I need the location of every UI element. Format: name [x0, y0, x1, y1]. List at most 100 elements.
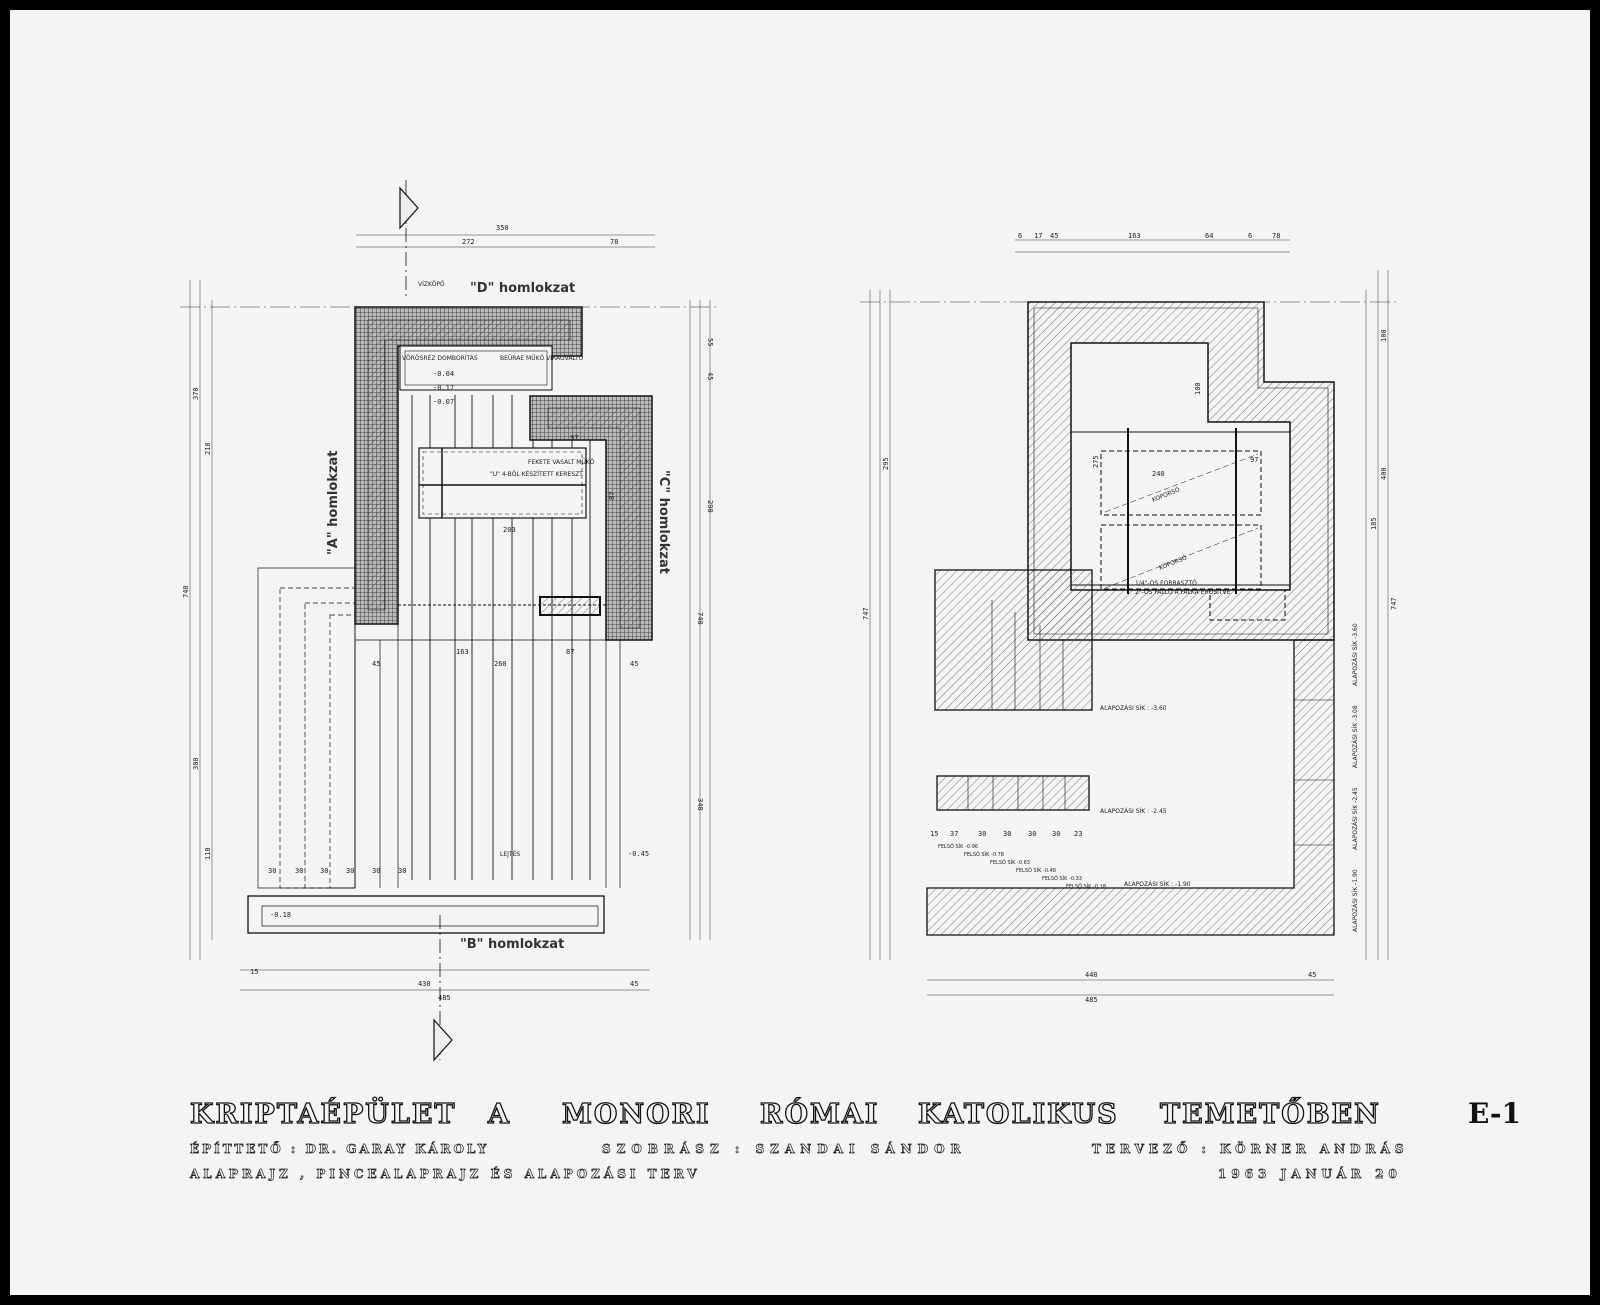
dimension: 340	[696, 798, 704, 811]
note-lejtes: LEJTÉS	[500, 850, 520, 858]
dimension: 15	[250, 968, 258, 976]
dimension: 6	[1248, 232, 1252, 240]
dimension: 6	[1018, 232, 1022, 240]
dimension: 163	[1128, 232, 1141, 240]
dimension: 45	[372, 660, 380, 668]
dimension: 485	[1085, 996, 1098, 1004]
foundation-level: ALAPOZÁSI SÍK : -1.90	[1124, 881, 1191, 888]
dimension: 210	[204, 442, 212, 455]
dimension: 37	[950, 830, 958, 838]
dimension: 17	[1034, 232, 1042, 240]
dimension: 260	[494, 660, 507, 668]
dimension: 370	[192, 387, 200, 400]
dimension: 163	[456, 648, 469, 656]
foundation-level: ALAPOZÁSI SÍK -2.45	[1352, 787, 1359, 850]
dimension: 272	[462, 238, 475, 246]
dimension: 30	[398, 867, 406, 875]
elevation-c-label: "C" homlokzat	[656, 470, 671, 574]
foundation-level: ALAPOZÁSI SÍK : -2.45	[1100, 808, 1167, 815]
dimension: 64	[1205, 232, 1213, 240]
dimension: 295	[882, 457, 890, 470]
dimension: 15	[930, 830, 938, 838]
foundation-plan	[860, 239, 1400, 996]
dimension: 740	[182, 585, 190, 598]
dimension: 275	[1092, 455, 1100, 468]
step-level: FELSŐ SÍK -0.96	[938, 843, 978, 850]
subject-line: ALAPRAJZ , PINCEALAPRAJZ ÉS ALAPOZÁSI TE…	[189, 1166, 701, 1181]
step-level: FELSŐ SÍK -0.48	[1016, 867, 1056, 874]
sculptor-line: SZOBRÁSZ : SZANDAI SÁNDOR	[602, 1141, 967, 1156]
foundation-level: ALAPOZÁSI SÍK -1.90	[1352, 869, 1359, 932]
step-level: FELSŐ SÍK -0.78	[964, 851, 1004, 858]
dimension: 30	[1003, 830, 1011, 838]
dimension: 240	[1152, 470, 1165, 478]
client-line: ÉPÍTTETŐ : DR. GARAY KÁROLY	[190, 1141, 489, 1156]
dimension: 747	[862, 607, 870, 620]
level-mark: -0.17	[433, 384, 454, 392]
threshold-slab	[247, 895, 605, 934]
note-kereszt: "U" 4-BŐL KÉSZÍTETT KERESZT	[490, 470, 583, 478]
dimension: 185	[1370, 517, 1378, 530]
step-level: FELSŐ SÍK -0.63	[990, 859, 1030, 866]
dimension: 485	[438, 994, 451, 1002]
dimension: 110	[204, 847, 212, 860]
dimension: 45	[706, 372, 714, 380]
dimension: 350	[496, 224, 509, 232]
dimension: 87	[566, 648, 574, 656]
entrance-steps	[257, 567, 621, 889]
level-mark: -0.45	[628, 850, 649, 858]
foundation-plan-labels: KOPORSÓ KOPORSÓ 1/4"-OS FORRASZTÓ 2"-OS …	[862, 232, 1398, 1004]
dimension: 97	[1250, 456, 1258, 464]
step-level: FELSŐ SÍK -0.33	[1042, 875, 1082, 882]
dimension: 30	[268, 867, 276, 875]
footings	[926, 569, 1335, 936]
date-line: 1963 JANUÁR 20	[1218, 1166, 1402, 1181]
dimension: 740	[696, 612, 704, 625]
dimension: 747	[1390, 597, 1398, 610]
dimension: 30	[346, 867, 354, 875]
dimension: 30	[372, 867, 380, 875]
coffin-niche	[1071, 428, 1290, 621]
title-word: KRIPTAÉPÜLET	[190, 1096, 457, 1130]
dimension: 30	[1052, 830, 1060, 838]
foundation-level: ALAPOZÁSI SÍK : -3.60	[1100, 705, 1167, 712]
level-mark: -0.18	[270, 911, 291, 919]
title-word: KATOLIKUS	[918, 1099, 1119, 1130]
dimension: 440	[1085, 971, 1098, 979]
note-viragvalto: BEÜRAE MŰKŐ VIRÁGVÁLTÓ	[500, 355, 584, 362]
title-block: KRIPTAÉPÜLET A MONORI RÓMAI KATOLIKUS TE…	[189, 1095, 1521, 1181]
foundation-level: ALAPOZÁSI SÍK -3.08	[1352, 705, 1359, 768]
ground-plan-labels: "D" homlokzat "B" homlokzat "A" homlokza…	[182, 224, 714, 1002]
dimension: 97	[570, 434, 578, 442]
dimension: 87	[608, 492, 616, 500]
note-vizkopo: VÍZKÖPŐ	[418, 281, 445, 288]
title-word: MONORI	[562, 1099, 711, 1130]
architectural-drawing: "D" homlokzat "B" homlokzat "A" homlokza…	[180, 180, 1521, 1181]
dimension: 78	[1272, 232, 1280, 240]
title-word: A	[487, 1099, 511, 1130]
note-mukoo: FEKETE VASALT MŰKŐ	[528, 459, 595, 466]
dimension: 100	[1380, 329, 1388, 342]
note-koporso: KOPORSÓ	[1158, 554, 1188, 572]
dimension: 30	[295, 867, 303, 875]
dimension: 30	[978, 830, 986, 838]
section-marker-top	[399, 180, 419, 300]
title-word: TEMETŐBEN	[1160, 1096, 1381, 1130]
dimension: 45	[1050, 232, 1058, 240]
ground-plan	[180, 180, 720, 1062]
dimension: 200	[503, 526, 516, 534]
dimension: 45	[630, 660, 638, 668]
dimension: 430	[418, 980, 431, 988]
dimension: 45	[1308, 971, 1316, 979]
note-forrasz: 1/4"-OS FORRASZTÓ	[1135, 580, 1197, 587]
drawing-sheet: "D" homlokzat "B" homlokzat "A" homlokza…	[10, 10, 1590, 1295]
level-mark: -0.04	[433, 370, 454, 378]
elevation-a-label: "A" homlokzat	[326, 451, 341, 555]
dimension: 30	[1028, 830, 1036, 838]
note-domborit: VÖRÖSRÉZ DOMBORÍTÁS	[402, 354, 478, 362]
dimension: 55	[706, 338, 714, 346]
dimension: 45	[630, 980, 638, 988]
foundation-level: ALAPOZÁSI SÍK -3.60	[1352, 623, 1359, 686]
sheet-code: E-1	[1468, 1097, 1521, 1130]
dimension: 23	[1074, 830, 1082, 838]
